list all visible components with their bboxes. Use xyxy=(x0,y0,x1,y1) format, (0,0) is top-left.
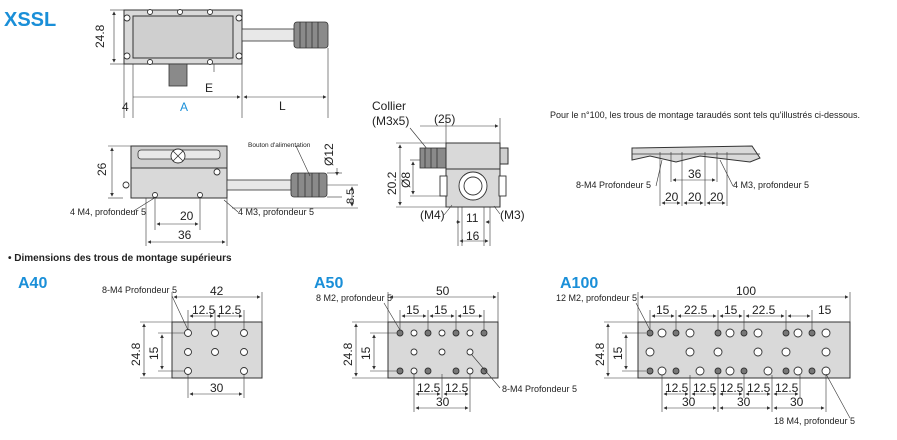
a50-dim-15-c: 15 xyxy=(462,303,476,317)
a50-dim-24-8: 24.8 xyxy=(341,342,355,366)
product-title: XSSL xyxy=(4,9,56,31)
stage-table-top xyxy=(132,15,234,59)
a100-title: A100 xyxy=(560,275,598,292)
a50-dim-15-b: 15 xyxy=(434,303,448,317)
top-view: 24.8 4 A E L xyxy=(93,9,329,118)
a100-dim-top-4: 22.5 xyxy=(752,303,776,317)
dim-L: L xyxy=(279,99,286,113)
a100-holes xyxy=(645,328,831,376)
side-m4: (M4) xyxy=(420,208,445,222)
a40-dim-30: 30 xyxy=(210,381,224,395)
a100-hole-label-bottom: 18 M4, profondeur 5 xyxy=(774,416,855,426)
dia-12: Ø12 xyxy=(322,143,336,166)
feed-knob xyxy=(293,21,329,49)
dim-8-5: 8.5 xyxy=(345,189,357,204)
clamp-knob xyxy=(168,63,188,87)
note-100-text: Pour le n°100, les trous de montage tara… xyxy=(550,110,860,120)
a40-pattern: A40 8-M4 Profondeur 5 42 12.5 12.5 24.8 … xyxy=(18,275,263,398)
dim-20-2: 20.2 xyxy=(385,171,399,195)
dim-20: 20 xyxy=(180,209,194,223)
note-dim-36: 36 xyxy=(688,167,702,181)
a40-dim-12-5-b: 12.5 xyxy=(218,303,242,317)
note-dim-20-a: 20 xyxy=(665,190,679,204)
feed-shaft xyxy=(241,28,295,42)
a50-hole-label-bottom: 8-M4 Profondeur 5 xyxy=(502,384,577,394)
a50-title: A50 xyxy=(314,275,343,292)
note-dim-20-b: 20 xyxy=(688,190,702,204)
dim-11: 11 xyxy=(466,211,479,225)
a100-dim-100: 100 xyxy=(736,284,756,298)
dim-E: E xyxy=(205,81,213,95)
note-100: Pour le n°100, les trous de montage tara… xyxy=(550,110,860,206)
dim-4: 4 xyxy=(122,100,129,114)
a50-dim-15-v: 15 xyxy=(359,346,373,360)
note-m4-label: 8-M4 Profondeur 5 xyxy=(576,180,651,190)
dim-36: 36 xyxy=(178,228,192,242)
m3-depth-label: 4 M3, profondeur 5 xyxy=(238,207,314,217)
a100-dim-30-a: 30 xyxy=(682,395,696,409)
a40-dim-15: 15 xyxy=(147,346,161,360)
a100-dim-12-5-b: 12.5 xyxy=(693,381,717,395)
a40-dim-12-5-a: 12.5 xyxy=(192,303,216,317)
front-height-dim: 26 xyxy=(95,162,109,176)
dim-25: (25) xyxy=(434,112,455,126)
a40-title: A40 xyxy=(18,275,47,292)
side-view: Collier (M3x5) (25) 20.2 Ø8 (M4) 11 (M3) xyxy=(372,99,525,246)
a40-dim-42: 42 xyxy=(210,284,224,298)
a40-dim-24-8: 24.8 xyxy=(129,342,143,366)
side-knob xyxy=(419,147,447,169)
a50-dim-12-5-a: 12.5 xyxy=(417,381,441,395)
note-dim-20-c: 20 xyxy=(710,190,724,204)
a100-dim-30-c: 30 xyxy=(790,395,804,409)
dia-8: Ø8 xyxy=(399,172,413,188)
a50-dim-50: 50 xyxy=(436,284,450,298)
collar-label: Collier xyxy=(372,99,406,113)
feed-button-label: Bouton d'alimentation xyxy=(248,142,311,149)
a50-dim-12-5-b: 12.5 xyxy=(445,381,469,395)
note-m3-label: 4 M3, profondeur 5 xyxy=(733,180,809,190)
collar-spec: (M3x5) xyxy=(372,114,409,128)
a50-dim-15-a: 15 xyxy=(406,303,420,317)
a100-dim-24-8: 24.8 xyxy=(593,342,607,366)
a100-dim-top-1: 15 xyxy=(656,303,670,317)
a100-dim-top-2: 22.5 xyxy=(684,303,708,317)
a40-hole-label: 8-M4 Profondeur 5 xyxy=(102,285,177,295)
side-m3: (M3) xyxy=(500,208,525,222)
a100-dim-12-5-a: 12.5 xyxy=(665,381,689,395)
front-view: 26 Bouton d'alimentation Ø12 8.5 4 M4, p… xyxy=(70,142,358,246)
section-title: • Dimensions des trous de montage supéri… xyxy=(8,253,232,264)
a100-dim-top-3: 15 xyxy=(724,303,738,317)
a100-dim-top-5: 15 xyxy=(818,303,832,317)
a50-hole-label-top: 8 M2, profondeur 5 xyxy=(316,293,392,303)
side-upper-block xyxy=(445,142,501,170)
dim-16: 16 xyxy=(466,229,480,243)
a100-pattern: A100 12 M2, profondeur 5 100 15 22.5 15 … xyxy=(556,275,855,426)
a100-hole-label-top: 12 M2, profondeur 5 xyxy=(556,293,637,303)
a50-dim-30: 30 xyxy=(436,395,450,409)
a100-dim-15-v: 15 xyxy=(611,346,625,360)
a100-dim-12-5-e: 12.5 xyxy=(775,381,799,395)
a100-dim-30-b: 30 xyxy=(737,395,751,409)
feed-knob-front xyxy=(290,172,328,198)
dim-A: A xyxy=(180,100,188,114)
m4-depth-label: 4 M4, profondeur 5 xyxy=(70,207,146,217)
a50-pattern: A50 8 M2, profondeur 5 50 15 15 15 24.8 … xyxy=(314,275,577,412)
top-height-dim: 24.8 xyxy=(93,24,107,48)
a100-dim-12-5-d: 12.5 xyxy=(747,381,771,395)
a100-dim-12-5-c: 12.5 xyxy=(720,381,744,395)
